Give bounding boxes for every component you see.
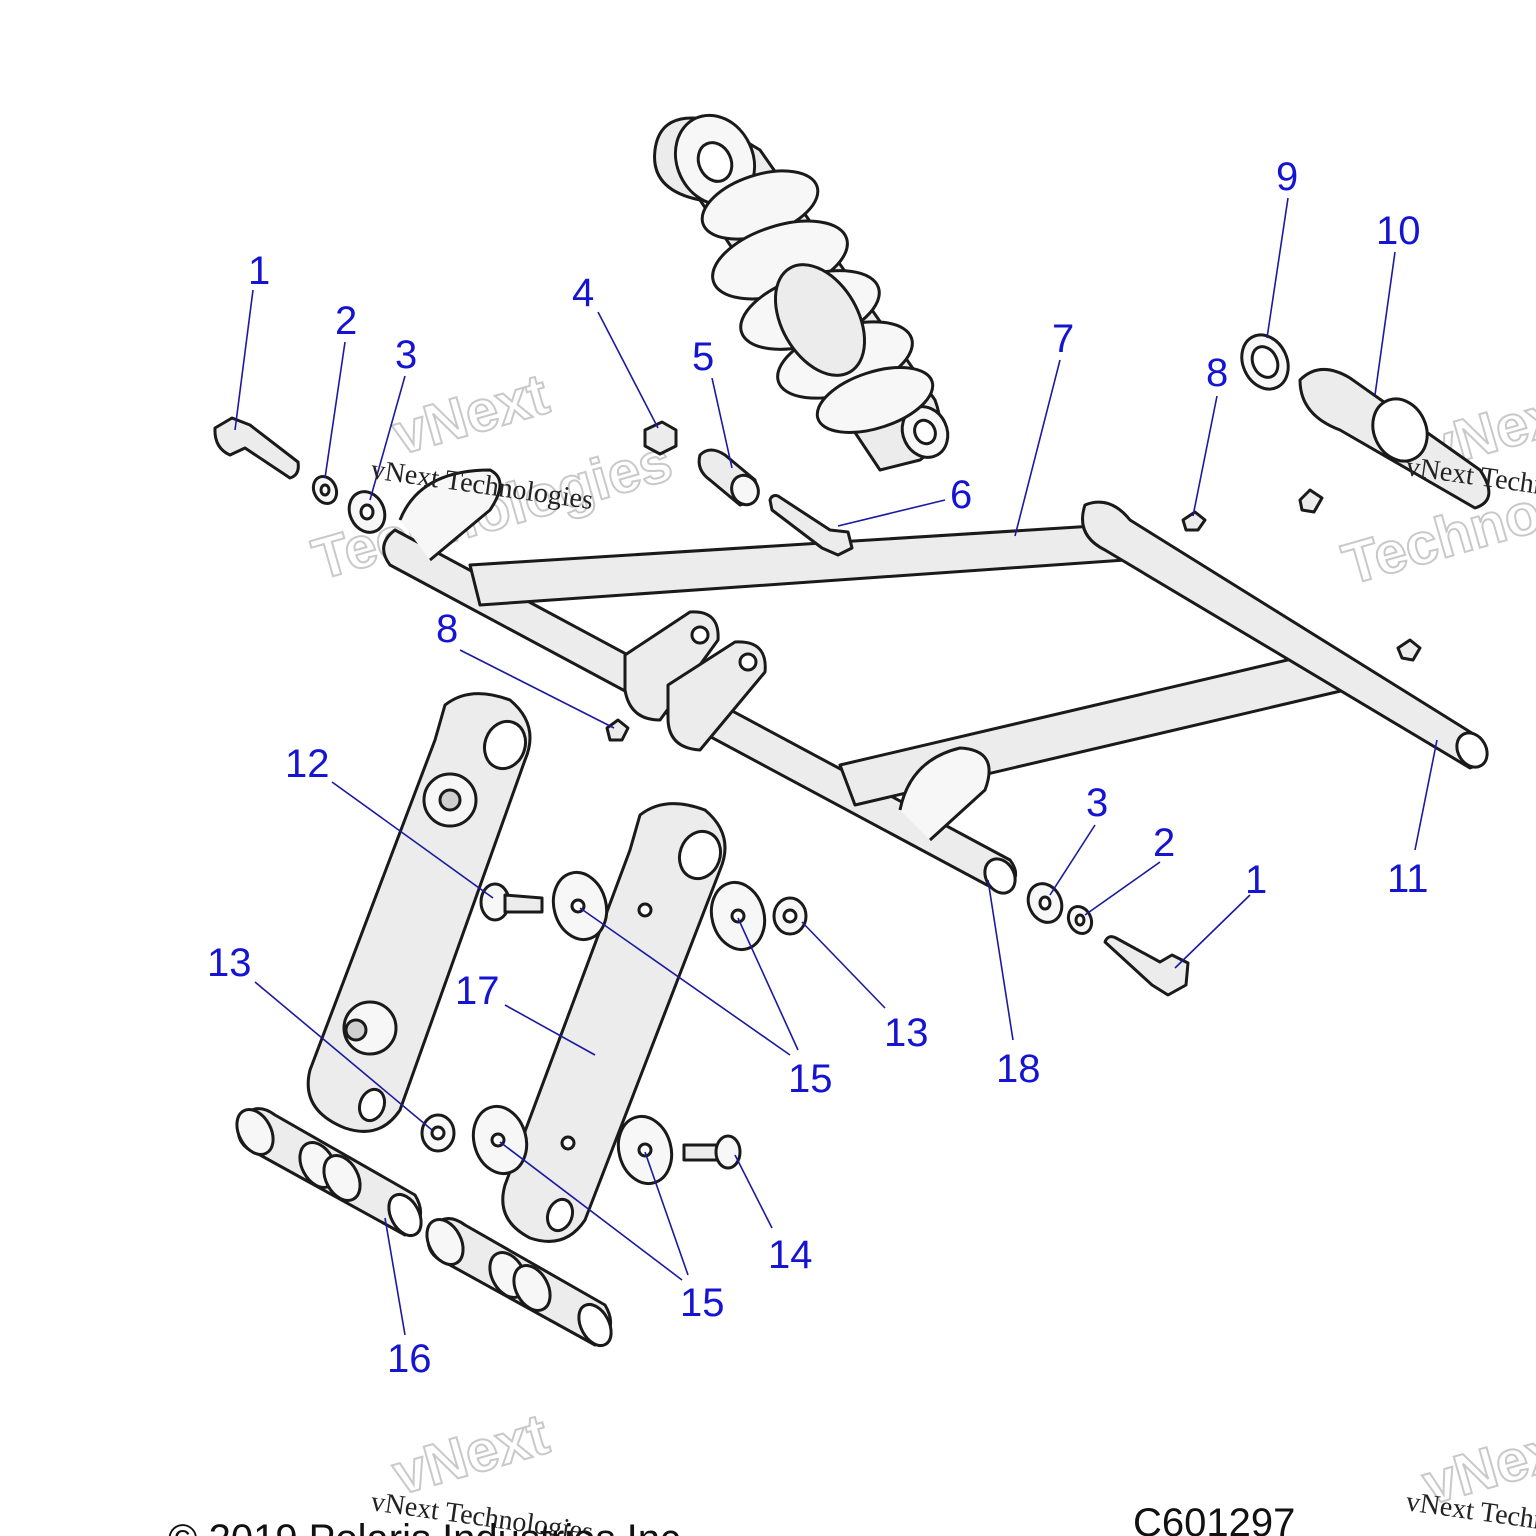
callout-18: 18 xyxy=(996,1047,1041,1091)
nut-4 xyxy=(643,420,678,456)
callout-13-lower: 13 xyxy=(207,941,252,985)
callout-6: 6 xyxy=(950,473,972,517)
leader-10 xyxy=(1374,251,1396,396)
callout-8-upper: 8 xyxy=(1206,351,1228,395)
leader-15-upper-a xyxy=(579,907,791,1056)
watermark-outline-1: vNext xyxy=(386,361,556,467)
lock-washer-2-left xyxy=(311,474,339,506)
swing-arm xyxy=(382,468,1489,895)
drawing-id: C601297 xyxy=(1133,1501,1295,1536)
bushing-16-right xyxy=(425,1217,613,1348)
callout-1-right: 1 xyxy=(1245,858,1267,902)
bolt-1-left xyxy=(213,416,300,480)
leader-12 xyxy=(331,781,494,899)
callout-8-lower: 8 xyxy=(436,607,458,651)
leader-9 xyxy=(1266,197,1289,339)
callout-9: 9 xyxy=(1276,155,1298,199)
callout-3-right: 3 xyxy=(1086,781,1108,825)
callout-12: 12 xyxy=(285,742,330,786)
leader-18 xyxy=(987,879,1014,1041)
link-17-rear xyxy=(306,692,532,1133)
leader-3-right xyxy=(1049,824,1096,896)
leader-16 xyxy=(384,1217,406,1336)
leader-1-right xyxy=(1174,894,1251,969)
copyright-text: © 2019 Polaris Industries Inc. xyxy=(168,1517,691,1536)
washer-15-lower-left xyxy=(471,1104,529,1176)
callout-4: 4 xyxy=(572,271,594,315)
washer-3-left xyxy=(347,490,387,534)
callout-3-left: 3 xyxy=(395,333,417,377)
callout-2-right: 2 xyxy=(1153,821,1175,865)
bolt-14 xyxy=(682,1134,742,1170)
washer-3-right xyxy=(1026,882,1064,924)
callout-10: 10 xyxy=(1376,209,1421,253)
leader-3-left xyxy=(369,375,406,501)
watermark-group: vNext Technologies vNext Technologies vN… xyxy=(305,360,1536,1518)
callout-1-left: 1 xyxy=(248,249,270,293)
callout-7: 7 xyxy=(1052,317,1074,361)
shock-absorber xyxy=(653,113,950,472)
leader-14 xyxy=(734,1154,773,1229)
leader-17 xyxy=(504,1004,596,1056)
leader-1-left xyxy=(234,289,254,431)
bolt-6 xyxy=(768,494,854,557)
leader-13-lower xyxy=(254,981,433,1131)
grease-fitting-right-1 xyxy=(1298,488,1324,514)
leader-4 xyxy=(597,311,659,429)
callout-15-upper: 15 xyxy=(788,1057,833,1101)
callout-13-upper: 13 xyxy=(884,1011,929,1055)
washer-9 xyxy=(1240,333,1290,391)
leader-2-right xyxy=(1084,861,1161,916)
callout-15-lower: 15 xyxy=(680,1281,725,1325)
callout-17: 17 xyxy=(455,969,500,1013)
nut-13-lower xyxy=(420,1113,456,1153)
nut-13-upper xyxy=(772,896,808,936)
leader-15-upper-b xyxy=(737,917,799,1051)
bolt-1-right xyxy=(1103,935,1190,997)
leader-5 xyxy=(711,377,733,469)
leader-lines xyxy=(234,197,1438,1336)
footer: © 2019 Polaris Industries Inc. C601297 xyxy=(168,1501,1295,1536)
bolt-12 xyxy=(479,882,544,922)
leader-8-upper xyxy=(1192,395,1218,517)
bushing-10 xyxy=(1298,368,1491,510)
leader-13-upper xyxy=(801,921,886,1009)
leader-15-lower-b xyxy=(644,1151,689,1276)
lock-washer-2-right xyxy=(1066,904,1094,936)
callout-11: 11 xyxy=(1387,857,1429,901)
bushing-16-left xyxy=(235,1107,423,1238)
leader-11 xyxy=(1414,739,1438,851)
grease-fitting-right-2 xyxy=(1396,638,1422,662)
link-17-front xyxy=(501,802,727,1243)
washer-15-upper-right xyxy=(709,880,767,952)
callout-5: 5 xyxy=(692,335,714,379)
grease-fitting-8-lower xyxy=(605,718,630,742)
callout-14: 14 xyxy=(768,1233,813,1277)
leader-6 xyxy=(837,499,946,527)
washer-15-lower-right xyxy=(616,1114,674,1186)
leader-8-lower xyxy=(459,649,615,729)
leader-2-left xyxy=(324,341,346,479)
callout-labels: 1 2 3 4 5 6 7 8 9 10 8 12 13 17 15 13 18… xyxy=(207,155,1429,1381)
callout-2-left: 2 xyxy=(335,299,357,343)
leader-7 xyxy=(1014,359,1061,537)
callout-16: 16 xyxy=(387,1337,432,1381)
leader-15-lower-a xyxy=(499,1141,683,1281)
bushing-5 xyxy=(697,448,760,507)
shock-spring xyxy=(700,169,935,434)
